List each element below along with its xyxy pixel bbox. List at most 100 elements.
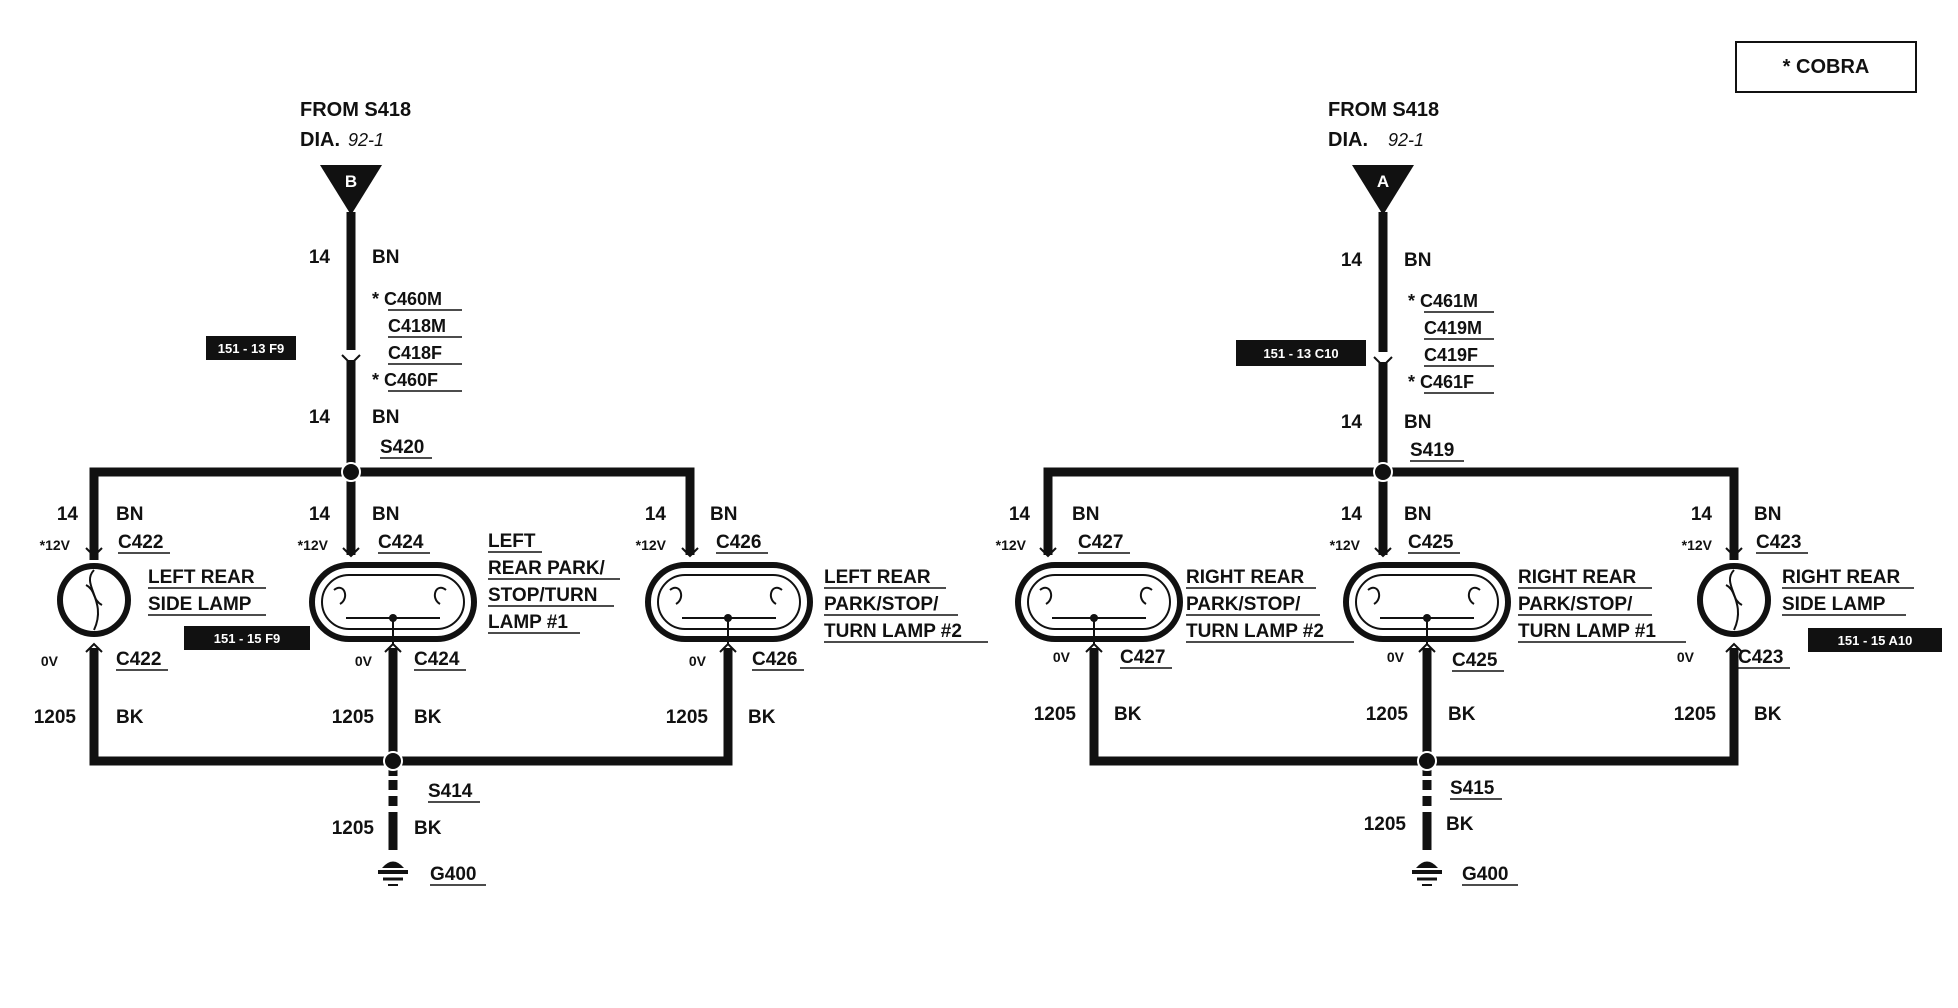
svg-text:TURN LAMP #2: TURN LAMP #2 (824, 621, 962, 642)
svg-text:BN: BN (1072, 504, 1099, 525)
svg-text:REAR PARK/: REAR PARK/ (488, 558, 606, 579)
svg-text:BN: BN (1404, 412, 1431, 433)
svg-text:0V: 0V (41, 653, 59, 669)
right-lamp-1: 14 BN *12V C425 0V C425 1205 BK RIGHT RE… (1330, 504, 1686, 760)
svg-text:14: 14 (1341, 412, 1363, 433)
svg-text:1205: 1205 (1364, 814, 1407, 835)
left-splice-dot-bottom (383, 751, 403, 771)
svg-text:14: 14 (1341, 504, 1363, 525)
left-gauge-2: 14 (309, 407, 331, 428)
svg-text:C425: C425 (1452, 650, 1498, 671)
svg-text:BK: BK (1446, 814, 1474, 835)
svg-text:BN: BN (1404, 250, 1431, 271)
right-side-ref-badge (1808, 628, 1942, 652)
svg-text:1205: 1205 (34, 707, 77, 728)
svg-text:1205: 1205 (666, 707, 709, 728)
svg-text:C427: C427 (1078, 532, 1123, 553)
left-top-bus (89, 467, 695, 560)
right-conn-c461f: * C461F (1408, 372, 1474, 392)
svg-text:C426: C426 (752, 649, 797, 670)
left-circuit: FROM S418 DIA. 92-1 B 14 BN * C460M C418… (34, 99, 988, 886)
left-ref-top: 151 - 13 F9 (218, 341, 285, 356)
svg-text:*12V: *12V (1330, 537, 1361, 553)
right-bottom-bus (1089, 756, 1739, 766)
right-side-lamp: 14 BN *12V C423 RIGHT REAR SIDE LAMP 151… (1674, 504, 1942, 760)
svg-text:C424: C424 (378, 532, 424, 553)
svg-text:1205: 1205 (1034, 704, 1077, 725)
svg-text:PARK/STOP/: PARK/STOP/ (1186, 594, 1301, 615)
left-ground-icon (378, 861, 408, 886)
svg-text:STOP/TURN: STOP/TURN (488, 585, 597, 606)
right-ref-badge-top (1236, 340, 1366, 366)
svg-text:C423: C423 (1738, 647, 1783, 668)
left-connector-triangle (320, 165, 382, 215)
right-ground-g400: G400 (1462, 864, 1508, 885)
svg-text:BN: BN (116, 504, 143, 525)
svg-text:14: 14 (1341, 250, 1363, 271)
left-side-ref-badge (184, 626, 310, 650)
svg-text:C419F: C419F (1424, 345, 1478, 365)
svg-text:C426: C426 (716, 532, 761, 553)
svg-text:LEFT: LEFT (488, 531, 536, 552)
left-side-lamp: 14 BN *12V C422 LEFT REAR SIDE LAMP 151 … (34, 504, 310, 760)
svg-text:151 - 15 F9: 151 - 15 F9 (214, 631, 281, 646)
left-conn-c418f: C418F (388, 343, 442, 363)
svg-text:C422: C422 (116, 649, 161, 670)
svg-text:C424: C424 (414, 649, 460, 670)
left-bottom-bus (89, 756, 733, 766)
left-color-2: BN (372, 407, 399, 428)
svg-text:151 - 15 A10: 151 - 15 A10 (1838, 633, 1913, 648)
svg-text:BN: BN (1404, 504, 1431, 525)
svg-text:*12V: *12V (1682, 537, 1713, 553)
left-color-1: BN (372, 247, 399, 268)
left-splice-dot-top (341, 462, 361, 482)
svg-text:BN: BN (372, 504, 399, 525)
right-splice-dot-top (1373, 462, 1393, 482)
svg-text:BK: BK (414, 707, 442, 728)
right-splice-s419: S419 (1410, 440, 1454, 461)
svg-text:151 - 13 C10: 151 - 13 C10 (1263, 346, 1338, 361)
svg-text:BK: BK (116, 707, 144, 728)
svg-text:RIGHT REAR: RIGHT REAR (1518, 567, 1637, 588)
left-splice-s414: S414 (428, 781, 473, 802)
svg-text:C423: C423 (1756, 532, 1801, 553)
right-connector-letter: A (1377, 172, 1389, 191)
svg-text:14: 14 (645, 504, 667, 525)
svg-text:C427: C427 (1120, 647, 1165, 668)
svg-text:0V: 0V (1677, 649, 1695, 665)
left-side-lamp-bulb-icon (57, 563, 131, 637)
left-conn-c460m: * C460M (372, 289, 442, 309)
svg-text:RIGHT REAR: RIGHT REAR (1186, 567, 1305, 588)
right-splice-s415: S415 (1450, 778, 1495, 799)
svg-text:LAMP #1: LAMP #1 (488, 612, 568, 633)
svg-text:*12V: *12V (298, 537, 329, 553)
svg-text:14: 14 (309, 504, 331, 525)
svg-text:SIDE LAMP: SIDE LAMP (1782, 594, 1886, 615)
svg-text:1205: 1205 (1674, 704, 1717, 725)
svg-text:PARK/STOP/: PARK/STOP/ (1518, 594, 1633, 615)
left-lamp-1: 14 BN *12V C424 0V C424 1205 BK LEFT REA… (298, 504, 620, 760)
svg-text:BK: BK (1114, 704, 1142, 725)
svg-text:SIDE LAMP: SIDE LAMP (148, 594, 252, 615)
left-conn-c460f: * C460F (372, 370, 438, 390)
svg-text:0V: 0V (1387, 649, 1405, 665)
left-connector-letter: B (345, 172, 357, 191)
svg-text:0V: 0V (1053, 649, 1071, 665)
right-splice-dot-bottom (1417, 751, 1437, 771)
legend-box: * COBRA (1735, 41, 1917, 93)
left-ref-badge-top (206, 336, 296, 360)
svg-text:RIGHT REAR: RIGHT REAR (1782, 567, 1901, 588)
svg-text:0V: 0V (689, 653, 707, 669)
svg-text:C419M: C419M (1424, 318, 1482, 338)
svg-text:BK: BK (748, 707, 776, 728)
right-dia-number: 92-1 (1388, 130, 1424, 150)
svg-text:TURN LAMP #1: TURN LAMP #1 (1518, 621, 1656, 642)
right-lamp-2-icon (1015, 562, 1183, 642)
svg-text:BK: BK (414, 818, 442, 839)
right-top-bus (1043, 467, 1739, 560)
svg-text:14: 14 (1009, 504, 1031, 525)
svg-text:C422: C422 (118, 532, 163, 553)
left-splice-s420: S420 (380, 437, 424, 458)
right-ground-icon (1412, 861, 1442, 886)
